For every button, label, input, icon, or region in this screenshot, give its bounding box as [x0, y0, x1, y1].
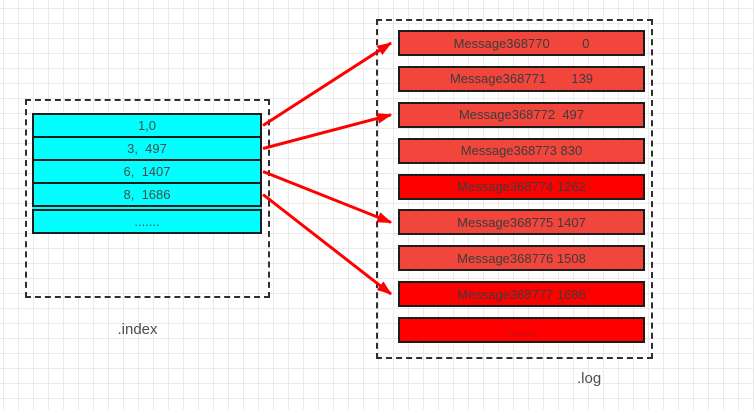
index-to-log-arrow	[262, 193, 392, 296]
log-row: Message368771 139	[398, 65, 645, 92]
log-row: Message368777 1686	[398, 281, 645, 308]
log-row: Message368773 830	[398, 137, 645, 164]
log-row: Message368774 1262	[398, 173, 645, 200]
index-row: 3, 497	[32, 136, 262, 161]
log-row: Message368776 1508	[398, 245, 645, 272]
index-row: 6, 1407	[32, 159, 262, 184]
index-row: 8, 1686	[32, 182, 262, 207]
index-to-log-arrow	[262, 113, 393, 150]
index-file-label: .index	[117, 321, 158, 338]
index-row: .......	[32, 209, 262, 234]
log-file-label: .log	[577, 370, 602, 387]
index-to-log-arrow	[262, 41, 393, 127]
index-row: 1,0	[32, 113, 262, 138]
log-row: Message368772 497	[398, 101, 645, 128]
index-to-log-arrow	[262, 170, 393, 224]
log-row: .......	[398, 317, 645, 343]
log-row: Message368775 1407	[398, 209, 645, 236]
log-row: Message368770 0	[398, 30, 645, 56]
